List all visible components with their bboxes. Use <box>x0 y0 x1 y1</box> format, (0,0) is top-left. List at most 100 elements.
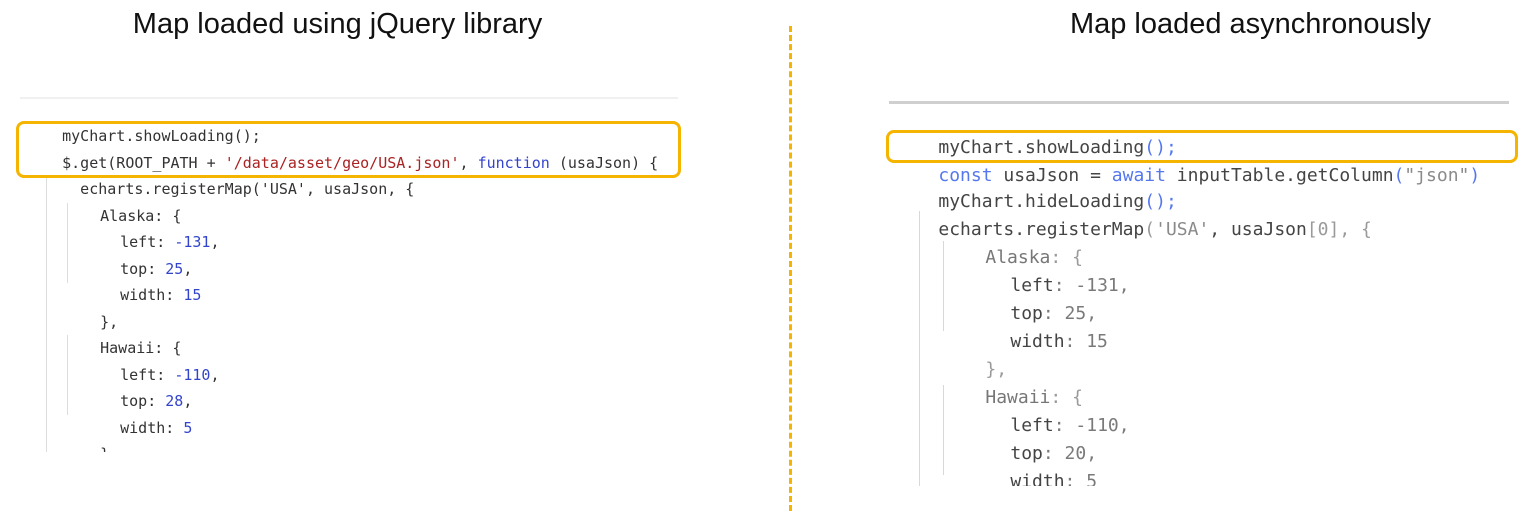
code-line: left: -131, <box>84 203 219 251</box>
jquery-highlight-box <box>16 121 681 178</box>
code-key: top: <box>120 260 166 278</box>
code-line: myChart.showLoading(); <box>26 97 261 145</box>
code-number: 25 <box>165 260 184 278</box>
code-punctuation: ( <box>1393 165 1405 186</box>
code-line: Alaska: { <box>64 177 181 225</box>
code-text: , <box>183 392 193 410</box>
code-text: myChart.showLoading(); <box>62 127 261 145</box>
code-key: top <box>1010 443 1043 464</box>
jquery-code-panel: myChart.showLoading(); $.get(ROOT_PATH +… <box>20 97 678 452</box>
code-punctuation: , { <box>1339 219 1372 240</box>
code-text: usaJson = <box>992 165 1112 186</box>
code-text: inputTable.getColumn <box>1165 165 1394 186</box>
code-number: 5 <box>183 419 193 437</box>
code-line: myChart.showLoading(); <box>895 103 1176 158</box>
code-line: top: 25, <box>967 269 1097 324</box>
indent-guide <box>943 241 944 331</box>
code-key: top <box>1010 303 1043 324</box>
code-key: width <box>1010 331 1065 352</box>
code-text: }, <box>100 445 118 452</box>
code-line: width: 5 <box>967 437 1097 486</box>
code-punctuation: : { <box>1050 247 1083 268</box>
code-punctuation: ) <box>1469 165 1481 186</box>
code-text: , <box>210 366 220 384</box>
code-text: , <box>183 260 193 278</box>
code-keyword: await <box>1111 165 1166 186</box>
indent-guide <box>943 385 944 475</box>
code-text: Alaska: { <box>100 207 182 225</box>
code-text: , <box>210 233 220 251</box>
async-code-panel: myChart.showLoading(); const usaJson = a… <box>889 101 1509 486</box>
code-line: myChart.hideLoading(); <box>895 157 1176 212</box>
code-text: , usaJson <box>1209 219 1307 240</box>
right-title: Map loaded asynchronously <box>1069 8 1432 40</box>
code-key: Hawaii <box>985 387 1051 408</box>
code-keyword: function <box>477 154 550 172</box>
code-key: width <box>1010 471 1065 486</box>
code-line: width: 15 <box>84 256 201 304</box>
code-punctuation: : { <box>1050 387 1083 408</box>
code-text: echarts.registerMap <box>938 219 1145 240</box>
code-key: left: <box>120 366 175 384</box>
code-line: Hawaii: { <box>64 309 181 357</box>
code-text: echarts.registerMap('USA', usaJson, { <box>62 180 415 198</box>
code-line: Hawaii: { <box>942 353 1083 408</box>
code-line: }, <box>942 325 1007 380</box>
code-number: 15 <box>183 286 202 304</box>
indent-guide <box>67 335 68 415</box>
left-title: Map loaded using jQuery library <box>132 8 543 40</box>
code-line: echarts.registerMap('USA', usaJson, { <box>26 150 414 198</box>
code-string: '/data/asset/geo/USA.json' <box>224 154 460 172</box>
code-line: left: -131, <box>967 241 1129 296</box>
code-key: left <box>1010 415 1054 436</box>
dashed-divider <box>789 26 792 511</box>
code-text: , <box>459 154 478 172</box>
code-punctuation: ( <box>1144 219 1156 240</box>
code-line: width: 5 <box>84 389 192 437</box>
code-line: top: 20, <box>967 409 1097 464</box>
code-key: width: <box>120 419 184 437</box>
code-line: width: 15 <box>967 297 1108 352</box>
code-punctuation: (); <box>1144 137 1177 158</box>
indent-guide <box>67 203 68 283</box>
code-number: : 15 <box>1064 331 1108 352</box>
code-line: top: 25, <box>84 230 192 278</box>
code-number: -131 <box>174 233 211 251</box>
code-key: left <box>1010 275 1054 296</box>
code-text: }, <box>100 313 119 331</box>
code-line: }, <box>64 415 118 452</box>
code-keyword: const <box>938 165 993 186</box>
code-key: width: <box>120 286 184 304</box>
code-punctuation: }, <box>985 359 1008 380</box>
code-key: left: <box>120 233 175 251</box>
code-number: 28 <box>165 392 184 410</box>
code-number: : 25, <box>1042 303 1098 324</box>
indent-guide <box>46 177 47 452</box>
code-string: 'USA' <box>1155 219 1210 240</box>
code-key: Alaska <box>985 247 1051 268</box>
code-line: $.get(ROOT_PATH + '/data/asset/geo/USA.j… <box>26 124 658 172</box>
code-text: Hawaii: { <box>100 339 182 357</box>
indent-guide <box>919 211 920 486</box>
code-text: myChart.showLoading <box>938 137 1145 158</box>
code-line: const usaJson = await inputTable.getColu… <box>895 131 1480 186</box>
code-text: $.get(ROOT_PATH + <box>62 154 225 172</box>
code-punctuation: [0] <box>1306 219 1340 240</box>
code-number: : -131, <box>1053 275 1130 296</box>
code-text: myChart.hideLoading <box>938 191 1145 212</box>
code-punctuation: (); <box>1144 191 1177 212</box>
async-highlight-box <box>886 130 1518 163</box>
code-line: }, <box>64 283 118 331</box>
code-line: echarts.registerMap('USA', usaJson[0], { <box>895 185 1372 240</box>
code-number: : 20, <box>1042 443 1098 464</box>
code-line: }, <box>942 465 1007 486</box>
code-number: : -110, <box>1053 415 1130 436</box>
code-number: : 5 <box>1064 471 1098 486</box>
code-line: Alaska: { <box>942 213 1083 268</box>
code-text: (usaJson) { <box>549 154 659 172</box>
code-line: top: 28, <box>84 362 192 410</box>
code-key: top: <box>120 392 166 410</box>
code-line: left: -110, <box>84 336 219 384</box>
code-string: "json" <box>1404 165 1470 186</box>
code-number: -110 <box>174 366 211 384</box>
